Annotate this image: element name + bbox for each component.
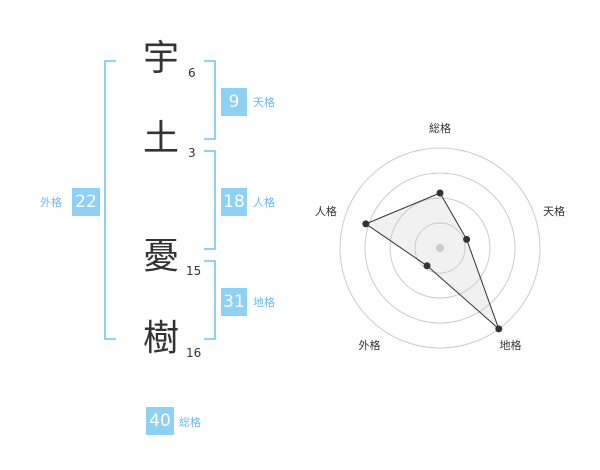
tenkaku-value-badge: 9 xyxy=(221,88,247,116)
name-char-4: 樹 xyxy=(142,318,179,359)
radar-axis-label-2: 天格 xyxy=(543,204,565,218)
radar-grid-ring xyxy=(364,172,516,324)
jinkaku-label: 人格 xyxy=(253,196,275,209)
radar-data-polygon xyxy=(364,192,500,330)
stroke-count-2: 3 xyxy=(188,146,196,160)
radar-point-5 xyxy=(362,220,370,228)
name-char-1: 宇 xyxy=(142,38,179,79)
stroke-count-3: 15 xyxy=(186,264,202,278)
radar-grid-ring xyxy=(389,197,491,299)
radar-center-dot xyxy=(436,244,444,252)
name-char-2: 土 xyxy=(142,118,179,159)
radar-point-4 xyxy=(423,262,431,270)
chikaku-bracket xyxy=(204,260,216,340)
radar-grid-ring xyxy=(339,147,541,349)
radar-axis-label-4: 外格 xyxy=(358,338,380,352)
chikaku-value-badge: 31 xyxy=(221,288,247,316)
radar-axis-label-5: 人格 xyxy=(315,204,337,218)
gaikaku-value-badge: 22 xyxy=(72,188,100,216)
stroke-count-1: 6 xyxy=(188,66,196,80)
soukaku-value-badge: 40 xyxy=(146,407,174,435)
radar-point-3 xyxy=(495,325,503,333)
soukaku-label: 総格 xyxy=(179,416,201,429)
name-char-3: 憂 xyxy=(142,236,179,277)
chikaku-label: 地格 xyxy=(253,296,275,309)
radar-axis-label-3: 地格 xyxy=(500,338,522,352)
jinkaku-value-badge: 18 xyxy=(221,188,247,216)
jinkaku-bracket xyxy=(204,150,216,250)
radar-grid-ring xyxy=(414,222,466,274)
gaikaku-label: 外格 xyxy=(40,196,62,209)
radar-point-2 xyxy=(463,235,471,243)
stroke-count-4: 16 xyxy=(186,346,202,360)
tenkaku-bracket xyxy=(204,60,216,140)
gaikaku-bracket xyxy=(104,60,116,340)
radar-axis-label-1: 総格 xyxy=(429,121,451,135)
tenkaku-label: 天格 xyxy=(253,96,275,109)
radar-point-1 xyxy=(436,189,444,197)
